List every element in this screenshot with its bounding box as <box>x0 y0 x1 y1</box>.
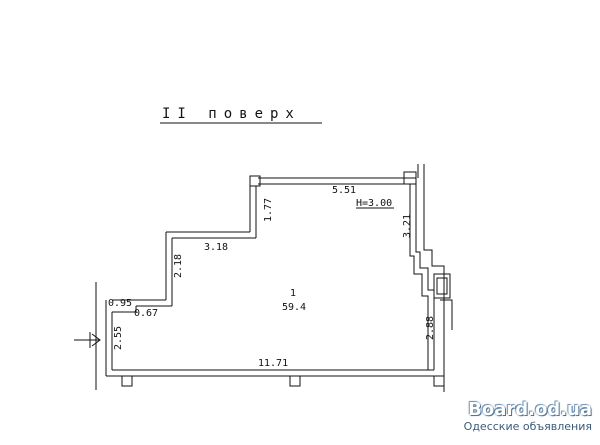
room-number: 1 <box>290 288 296 299</box>
watermark: Board.od.ua Одесские объявления <box>463 399 592 434</box>
column-bottom-middle <box>289 375 301 387</box>
floor-title: II поверх <box>162 106 301 122</box>
dim-lower-step-vertical: 2.18 <box>173 254 184 278</box>
entrance-arrow-icon <box>74 332 101 348</box>
dim-upper-step-vertical: 1.77 <box>263 198 274 222</box>
height-label: H=3.00 <box>356 198 392 209</box>
dim-right-upper: 3.21 <box>402 214 413 238</box>
watermark-caption: Одесские объявления <box>463 420 592 433</box>
column-bottom-right <box>433 375 445 387</box>
column-top-right <box>403 171 417 185</box>
dim-left-wall: 2.55 <box>113 326 124 350</box>
dim-left-top-b: 0.67 <box>134 308 158 319</box>
dim-middle-step-horizontal: 3.18 <box>204 242 228 253</box>
dim-bottom-wall: 11.71 <box>258 358 288 369</box>
dim-left-top-a: 0.95 <box>108 298 132 309</box>
dim-top-wall: 5.51 <box>332 185 356 196</box>
column-bottom-left <box>121 375 133 387</box>
dim-right-lower: 2.88 <box>425 316 436 340</box>
column-top-left <box>249 175 261 187</box>
walls <box>95 164 453 392</box>
watermark-site: Board.od.ua <box>468 399 592 420</box>
room-area: 59.4 <box>282 302 306 313</box>
